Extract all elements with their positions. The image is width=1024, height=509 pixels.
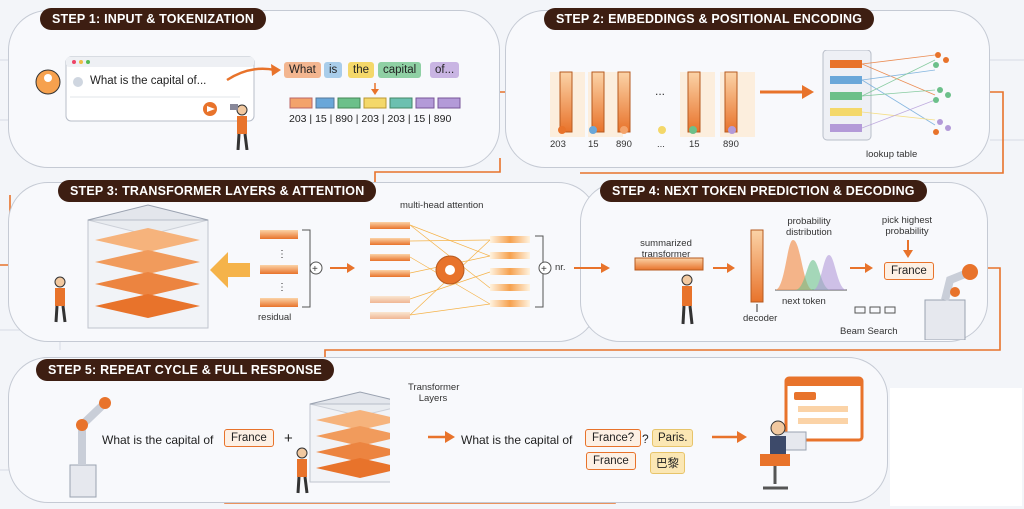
step5-title: STEP 5: REPEAT CYCLE & FULL RESPONSE — [36, 359, 334, 381]
emb-id-5: 15 — [689, 139, 700, 150]
step3-title: STEP 3: TRANSFORMER LAYERS & ATTENTION — [58, 180, 377, 202]
next-token-label: next token — [782, 296, 826, 307]
step4-title: STEP 4: NEXT TOKEN PREDICTION & DECODING — [600, 180, 927, 202]
step5-paris-chip: Paris. — [652, 429, 694, 447]
panel-step5 — [8, 357, 888, 503]
token-of: of... — [430, 62, 460, 78]
beam-search-label: Beam Search — [840, 326, 898, 337]
step5-france-chip: France — [224, 429, 274, 447]
step5-france-q-chip: France? — [585, 429, 642, 447]
svg-text:⋮: ⋮ — [277, 249, 287, 260]
arrow-icon — [712, 431, 747, 443]
chat-input-text: What is the capital of... — [90, 75, 207, 87]
lookup-table-label: lookup table — [866, 149, 918, 160]
embedding-columns: ... — [550, 50, 951, 141]
token-ids: 203 | 15 | 890 | 203 | 203 | 15 | 890 — [289, 113, 452, 125]
step5-qmark: ? — [642, 432, 649, 446]
prediction-france: France — [884, 262, 934, 280]
svg-text:+: + — [312, 264, 318, 275]
summarized-label: summarized transformer — [640, 238, 692, 260]
token-is: is — [324, 62, 343, 78]
emb-id-4: ... — [657, 139, 665, 150]
step1-title: STEP 1: INPUT & TOKENIZATION — [40, 8, 267, 30]
plus-sign: + — [284, 430, 293, 447]
emb-id-1: 203 — [550, 139, 566, 150]
decoder-diagram — [634, 229, 978, 340]
mha-label: multi-head attention — [400, 200, 484, 211]
step2-title: STEP 2: EMBEDDINGS & POSITIONAL ENCODING — [544, 8, 875, 30]
token-capital: capital — [378, 62, 422, 78]
svg-text:...: ... — [655, 84, 665, 98]
prob-label: probability distribution — [786, 216, 832, 238]
step5-question-2: What is the capital of — [461, 433, 573, 447]
chat-window — [35, 56, 255, 122]
svg-text:+: + — [541, 264, 547, 275]
arrow-icon — [574, 263, 610, 273]
chat-bubble-icon — [794, 392, 816, 400]
nr-label: nr. — [555, 262, 566, 273]
step5-paris-cn-chip: 巴黎 — [650, 452, 685, 474]
token-the: the — [348, 62, 374, 78]
user-at-computer — [760, 376, 864, 490]
transformer-layers-label: Transformer Layers — [408, 382, 460, 404]
emb-id-3: 890 — [616, 139, 632, 150]
arrow-icon — [226, 64, 281, 82]
blank-area — [890, 388, 1022, 506]
step5-question: What is the capital of — [102, 433, 214, 447]
residual-label: residual — [258, 312, 292, 323]
emb-id-6: 890 — [723, 139, 739, 150]
step5-france-chip-2: France — [586, 452, 636, 470]
emb-id-2: 15 — [588, 139, 599, 150]
token-blocks — [230, 83, 461, 150]
svg-text:⋮: ⋮ — [277, 282, 287, 293]
token-what: What — [284, 62, 321, 78]
arrow-icon — [428, 431, 455, 443]
robot-arm-and-layers — [69, 391, 390, 498]
transformer-cube: ⋮ ⋮ + + — [54, 204, 552, 329]
decoder-label: decoder — [743, 313, 778, 324]
pick-label: pick highest probability — [881, 215, 933, 237]
